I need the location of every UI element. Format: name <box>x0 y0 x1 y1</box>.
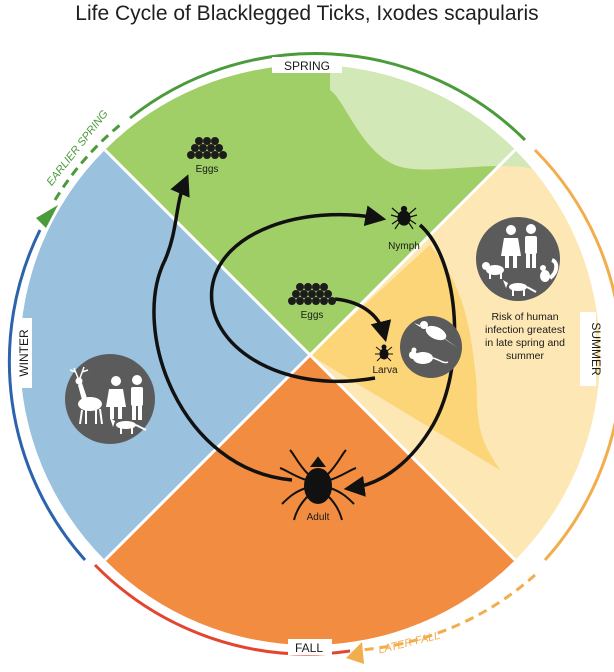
fox-icon <box>110 418 147 434</box>
risk-note-line: Risk of human <box>491 311 558 323</box>
fall-sector <box>20 355 600 645</box>
earlier-spring-dash <box>53 123 121 201</box>
person-icon <box>501 225 521 268</box>
person-icon <box>106 376 126 419</box>
stage-label-eggs-top: Eggs <box>196 164 219 175</box>
season-ring <box>7 52 614 656</box>
bird-icon <box>414 321 458 348</box>
season-label-spring: SPRING <box>284 59 330 73</box>
host-circle-larva <box>400 316 462 378</box>
deer-icon <box>69 366 103 425</box>
tick-icon <box>279 449 357 521</box>
fox-icon <box>503 280 537 296</box>
ring-winter <box>7 229 87 561</box>
season-label-fall: FALL <box>295 641 323 655</box>
risk-note-line: infection greatest <box>485 324 565 336</box>
egg-cluster-icon <box>288 283 336 305</box>
arrow-larva-to-nymph <box>209 205 387 384</box>
tick-icon <box>390 205 418 230</box>
host-circle-nymph <box>476 217 560 301</box>
person-icon <box>131 375 143 420</box>
stage-label-eggs-center: Eggs <box>301 310 324 321</box>
risk-note-line: in late spring and <box>485 337 565 349</box>
ring-summer <box>533 148 614 562</box>
page-title: Life Cycle of Blacklegged Ticks, Ixodes … <box>75 2 539 25</box>
risk-note: Risk of human infection greatest in late… <box>485 311 565 362</box>
person-icon <box>525 224 537 268</box>
risk-note-line: summer <box>506 350 544 362</box>
stage-label-larva: Larva <box>372 365 397 376</box>
squirrel-icon <box>540 258 559 282</box>
season-label-summer: SUMMER <box>589 322 603 376</box>
earlier-spring-arrowhead <box>36 205 58 228</box>
host-circle-adult <box>65 354 155 444</box>
stage-label-adult: Adult <box>307 512 330 523</box>
mouse-icon <box>409 347 449 364</box>
arrow-eggs-to-larva <box>334 297 392 343</box>
later-fall-arrowhead <box>346 642 364 664</box>
dog-icon <box>482 262 504 279</box>
season-label-winter: WINTER <box>17 329 31 377</box>
tick-icon <box>375 344 393 362</box>
arrow-nymph-to-adult <box>343 223 457 497</box>
ring-spring <box>129 52 527 142</box>
cycle-arrows <box>152 174 457 497</box>
egg-cluster-icon <box>187 137 227 159</box>
arrow-adult-to-eggs <box>152 174 293 482</box>
sector-dividers <box>103 148 517 562</box>
stage-label-nymph: Nymph <box>388 241 420 252</box>
later-fall-dash <box>359 573 536 652</box>
